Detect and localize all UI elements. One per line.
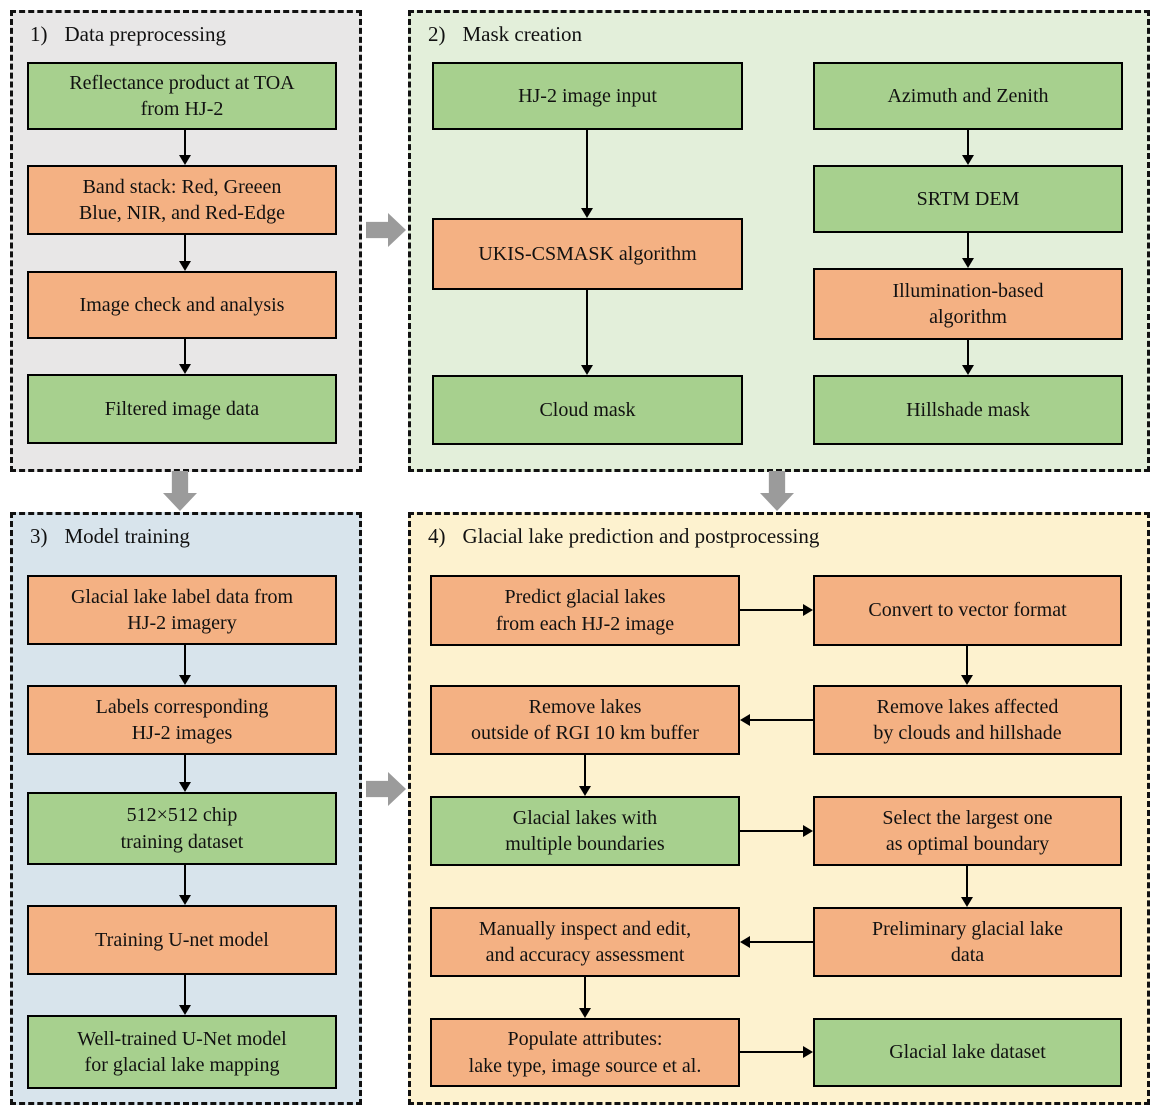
flow-arrow-left xyxy=(740,714,813,726)
panel-title: 1) Data preprocessing xyxy=(30,22,226,47)
flow-arrow-down xyxy=(179,235,191,271)
box-chip-training-dataset: 512×512 chip training dataset xyxy=(27,792,337,865)
box-training-unet-model: Training U-net model xyxy=(27,905,337,975)
panel-title-text: Model training xyxy=(64,524,190,548)
flow-arrow-down xyxy=(962,233,974,268)
box-filtered-image-data: Filtered image data xyxy=(27,374,337,444)
panel-data-preprocessing: 1) Data preprocessing Reflectance product… xyxy=(10,10,362,472)
box-glacial-lake-label-data: Glacial lake label data from HJ-2 imager… xyxy=(27,575,337,645)
box-ukis-csmask: UKIS-CSMASK algorithm xyxy=(432,218,743,290)
box-remove-outside-rgi: Remove lakes outside of RGI 10 km buffer xyxy=(430,685,740,755)
box-reflectance-product: Reflectance product at TOA from HJ-2 xyxy=(27,62,337,130)
flow-arrow-left xyxy=(740,936,813,948)
box-convert-to-vector: Convert to vector format xyxy=(813,575,1122,646)
flow-arrow-down xyxy=(179,975,191,1015)
flow-arrow-right xyxy=(740,1046,813,1058)
flow-arrow-down xyxy=(179,130,191,165)
flow-arrow-down xyxy=(179,755,191,792)
panel-title-text: Glacial lake prediction and postprocessi… xyxy=(462,524,820,548)
box-cloud-mask: Cloud mask xyxy=(432,375,743,445)
box-srtm-dem: SRTM DEM xyxy=(813,165,1123,233)
panel-number: 4) xyxy=(428,524,446,548)
box-illumination-algorithm: Illumination-based algorithm xyxy=(813,268,1123,340)
box-image-check: Image check and analysis xyxy=(27,271,337,339)
flow-arrow-down xyxy=(961,866,973,907)
flow-arrow-down xyxy=(579,977,591,1018)
box-select-largest: Select the largest one as optimal bounda… xyxy=(813,796,1122,866)
flow-arrow-down xyxy=(581,130,593,218)
flow-arrow-right xyxy=(740,825,813,837)
box-glacial-lake-dataset: Glacial lake dataset xyxy=(813,1018,1122,1087)
box-labels-corresponding: Labels corresponding HJ-2 images xyxy=(27,685,337,755)
box-multiple-boundaries: Glacial lakes with multiple boundaries xyxy=(430,796,740,866)
flow-arrow-down xyxy=(179,645,191,685)
panel-connector-arrow-right xyxy=(366,772,406,806)
panel-connector-arrow-down xyxy=(760,471,794,511)
box-preliminary-data: Preliminary glacial lake data xyxy=(813,907,1122,977)
flow-arrow-down xyxy=(962,340,974,375)
panel-title-text: Mask creation xyxy=(462,22,583,46)
panel-number: 2) xyxy=(428,22,446,46)
flow-arrow-down xyxy=(581,290,593,375)
panel-connector-arrow-right xyxy=(366,213,406,247)
panel-prediction-postprocessing: 4) Glacial lake prediction and postproces… xyxy=(408,512,1150,1105)
box-well-trained-unet: Well-trained U-Net model for glacial lak… xyxy=(27,1015,337,1089)
box-azimuth-zenith: Azimuth and Zenith xyxy=(813,62,1123,130)
panel-title-text: Data preprocessing xyxy=(64,22,227,46)
box-band-stack: Band stack: Red, Greeen Blue, NIR, and R… xyxy=(27,165,337,235)
panel-title: 2) Mask creation xyxy=(428,22,582,47)
panel-title: 3) Model training xyxy=(30,524,190,549)
box-populate-attributes: Populate attributes: lake type, image so… xyxy=(430,1018,740,1087)
panel-connector-arrow-down xyxy=(163,471,197,511)
panel-model-training: 3) Model training Glacial lake label data… xyxy=(10,512,362,1105)
flow-arrow-down xyxy=(961,646,973,685)
panel-mask-creation: 2) Mask creation HJ-2 image input UKIS-CS… xyxy=(408,10,1150,472)
flow-arrow-down xyxy=(179,865,191,905)
flow-arrow-down xyxy=(962,130,974,165)
flow-arrow-down xyxy=(579,755,591,796)
flow-arrow-right xyxy=(740,604,813,616)
panel-title: 4) Glacial lake prediction and postproces… xyxy=(428,524,819,549)
box-remove-lakes-affected: Remove lakes affected by clouds and hill… xyxy=(813,685,1122,755)
box-predict-glacial-lakes: Predict glacial lakes from each HJ-2 ima… xyxy=(430,575,740,646)
box-hillshade-mask: Hillshade mask xyxy=(813,375,1123,445)
panel-number: 1) xyxy=(30,22,48,46)
box-manually-inspect: Manually inspect and edit, and accuracy … xyxy=(430,907,740,977)
panel-number: 3) xyxy=(30,524,48,548)
box-hj2-image-input: HJ-2 image input xyxy=(432,62,743,130)
flow-arrow-down xyxy=(179,339,191,374)
